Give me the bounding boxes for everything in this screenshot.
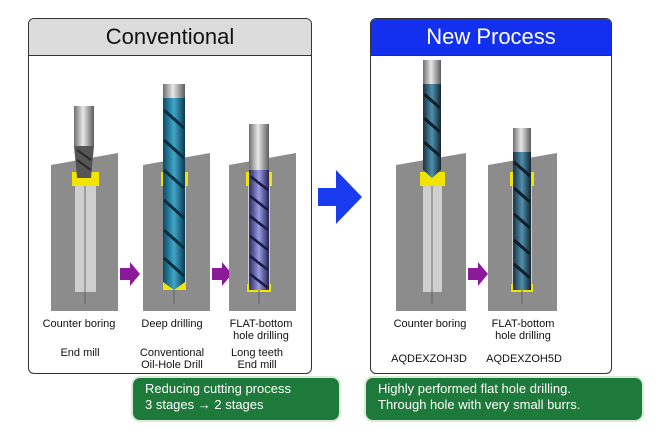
new-step-2-tool-label: AQDEXZOH5D — [486, 353, 562, 365]
big-right-arrow — [318, 170, 362, 224]
step-arrow-1 — [120, 262, 140, 286]
step-3-process-label: FLAT-bottom hole drilling — [229, 318, 293, 342]
long-teeth-end-mill-icon — [249, 124, 269, 290]
step-arrow-3 — [468, 262, 488, 286]
step-1-tool-label: End mill — [60, 347, 100, 359]
oil-hole-drill-icon — [162, 84, 186, 290]
workpiece-new-counter-boring — [396, 153, 466, 311]
new-step-1-process-label: Counter boring — [393, 318, 467, 330]
step-1-process-label: Counter boring — [42, 318, 116, 330]
performance-banner: Highly performed flat hole drilling. Thr… — [366, 378, 642, 420]
new-step-1-tool-label: AQDEXZOH3D — [391, 353, 467, 365]
step-arrow-2 — [212, 262, 232, 286]
end-mill-icon — [74, 106, 94, 178]
new-process-title: New Process — [371, 19, 611, 56]
aqdexzoh5d-drill-icon — [513, 128, 531, 290]
aqdexzoh3d-drill-icon — [423, 60, 441, 178]
stage-reduction-banner: Reducing cutting process 3 stages → 2 st… — [133, 378, 339, 420]
step-2-tool-label: Conventional Oil-Hole Drill — [139, 347, 205, 371]
new-step-2-process-label: FLAT-bottom hole drilling — [491, 318, 555, 342]
step-2-process-label: Deep drilling — [141, 318, 203, 330]
step-3-tool-label: Long teeth End mill — [231, 347, 283, 371]
workpiece-counter-boring — [51, 153, 118, 311]
conventional-title: Conventional — [29, 19, 311, 56]
